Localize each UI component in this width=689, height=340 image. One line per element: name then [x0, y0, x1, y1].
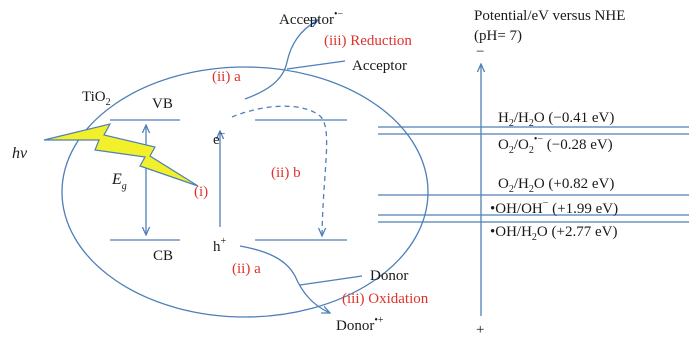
donor-pointer — [299, 275, 363, 286]
hole-label: h+ — [213, 236, 227, 255]
axis-title: Potential/eV versus NHE — [474, 8, 625, 24]
electron-label: e− — [213, 129, 226, 148]
step-ii-a-bottom-label: (ii) a — [232, 261, 261, 277]
cb-label: CB — [153, 248, 173, 264]
bandgap-label: Eg — [111, 171, 127, 192]
reduction-electron-path — [244, 20, 318, 100]
donor-label: Donor — [370, 268, 408, 284]
oxidation-label: (iii) Oxidation — [342, 291, 429, 307]
photon-label: hν — [12, 145, 28, 162]
step-ii-a-top-label: (ii) a — [212, 69, 241, 85]
acceptor-radical-label: Acceptor•− — [279, 9, 343, 28]
step-ii-b-label: (ii) b — [271, 165, 301, 181]
potential-h2-label: H2/H2O (−0.41 eV) — [498, 110, 614, 129]
photon-lightning-icon — [43, 123, 199, 187]
tio2-label: TiO2 — [82, 89, 111, 108]
potential-ohh2o-label: •OH/H2O (+2.77 eV) — [490, 224, 617, 243]
axis-ph: (pH= 7) — [474, 28, 522, 44]
potential-o2h2o-label: O2/H2O (+0.82 eV) — [498, 176, 614, 195]
acceptor-label: Acceptor — [352, 58, 407, 74]
recombination-dashed-path — [231, 105, 328, 236]
step-i-label: (i) — [194, 184, 208, 200]
tio2-particle — [61, 66, 429, 318]
potential-ohoh-label: •OH/OH− (+1.99 eV) — [490, 198, 618, 217]
donor-radical-label: Donor•+ — [336, 315, 384, 334]
axis-minus-label: − — [476, 44, 484, 60]
potential-o2rad-label: O2/O2•− (−0.28 eV) — [498, 134, 613, 156]
acceptor-pointer — [286, 60, 346, 70]
reduction-label: (iii) Reduction — [324, 33, 412, 49]
oxidation-hole-path — [239, 245, 330, 313]
axis-plus-label: + — [476, 322, 484, 338]
vb-label: VB — [152, 96, 173, 112]
